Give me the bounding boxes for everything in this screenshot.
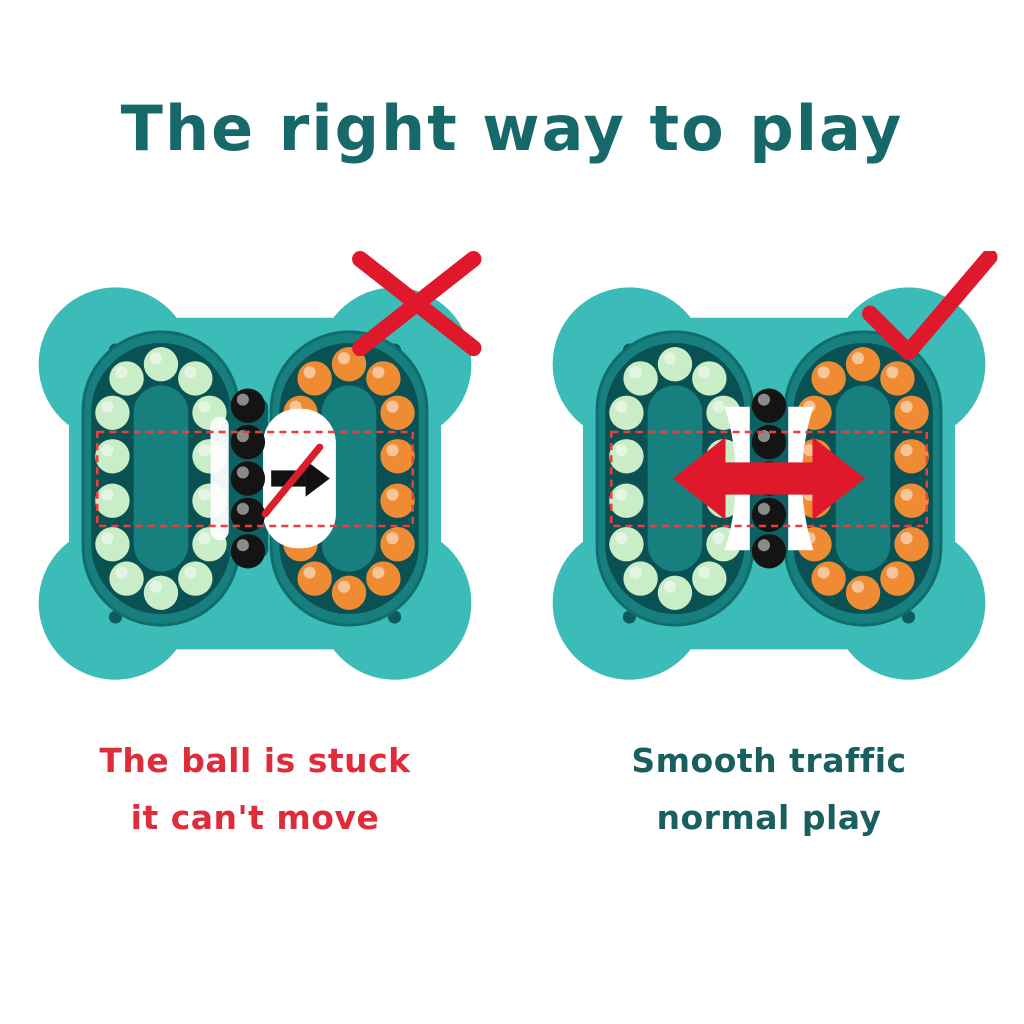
blocked-arrow-icon — [261, 443, 330, 518]
toys-row — [0, 251, 1024, 706]
caption-left-line1: The ball is stuck — [99, 741, 411, 780]
toy-right-illustration — [552, 251, 998, 680]
captions-row: The ball is stuck it can't move Smooth t… — [0, 732, 1024, 846]
caption-left: The ball is stuck it can't move — [20, 732, 490, 846]
toy-left-illustration — [38, 251, 482, 680]
x-mark-icon — [352, 251, 482, 357]
check-mark-icon — [862, 251, 998, 361]
caption-right-line2: normal play — [656, 798, 882, 837]
caption-left-line2: it can't move — [130, 798, 380, 837]
black-beads — [230, 388, 266, 569]
dashed-highlight-box — [96, 430, 414, 528]
caption-right: Smooth traffic normal play — [534, 732, 1004, 846]
double-headed-arrow-icon — [672, 437, 866, 520]
page-title: The right way to play — [120, 92, 904, 165]
dashed-highlight-box — [610, 430, 928, 528]
caption-right-line1: Smooth traffic — [631, 741, 907, 780]
